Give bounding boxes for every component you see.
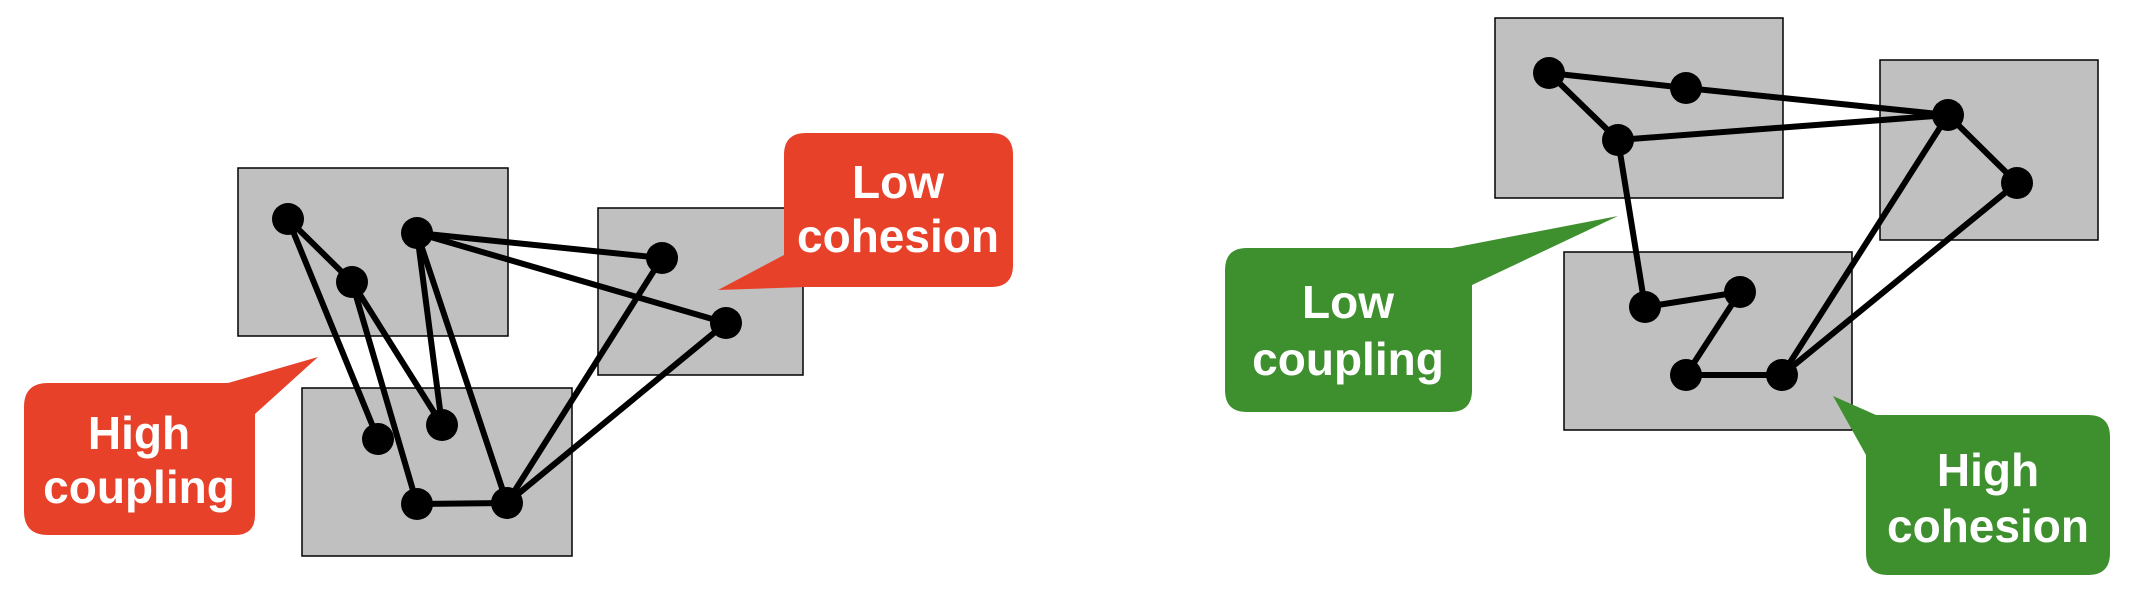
callout-high-cohesion: High cohesion [1833,396,2110,575]
node [272,203,304,235]
node [426,409,458,441]
node [1766,359,1798,391]
left-module-top-left [237,167,509,337]
edge [1642,289,1743,310]
edge [349,279,445,428]
callout-line-2: coupling [1252,333,1444,385]
node [646,242,678,274]
node [1670,72,1702,104]
right-module-right [1879,59,2099,241]
edge [414,230,729,326]
right-edges [1546,70,2020,378]
node [710,307,742,339]
node [1533,57,1565,89]
callout-line-1: Low [852,156,944,208]
callout-line-1: High [1937,444,2039,496]
edge [1779,112,1951,378]
callout-line-1: Low [1302,276,1394,328]
node [491,487,523,519]
edge [414,230,445,428]
edge [1546,70,1689,91]
left-diagram: High coupling Low cohesion [24,133,1013,557]
edge [1615,112,1951,143]
callout-high-coupling: High coupling [24,357,318,535]
edge [285,216,381,442]
edge [504,255,665,506]
edge [1683,85,1951,118]
node [336,266,368,298]
node [401,217,433,249]
callout-line-2: cohesion [1887,500,2089,552]
left-edges [285,216,729,507]
callout-bubble [24,357,318,535]
node [2001,167,2033,199]
callout-bubble [718,133,1013,290]
right-module-top [1494,17,1784,199]
right-nodes [1533,57,2033,391]
node [362,423,394,455]
node [1602,124,1634,156]
edge [414,230,665,261]
left-module-right [597,207,804,376]
callout-line-2: coupling [43,461,235,513]
edge [1546,70,1621,143]
edge [414,230,510,506]
callout-low-cohesion: Low cohesion [718,133,1013,290]
edge [1683,289,1743,378]
callout-bubble [1833,396,2110,575]
edge [1945,112,2020,186]
node [1932,99,1964,131]
node [1724,276,1756,308]
left-nodes [272,203,742,520]
edge [1779,180,2020,378]
right-diagram: Low coupling High cohesion [1225,17,2110,575]
callout-line-1: High [88,407,190,459]
node [1670,359,1702,391]
callout-bubble [1225,216,1618,412]
edge [349,279,420,507]
node [1629,291,1661,323]
callout-line-2: cohesion [797,210,999,262]
edge [504,320,729,506]
edge [1615,137,1648,310]
callout-low-coupling: Low coupling [1225,216,1618,412]
node [401,488,433,520]
